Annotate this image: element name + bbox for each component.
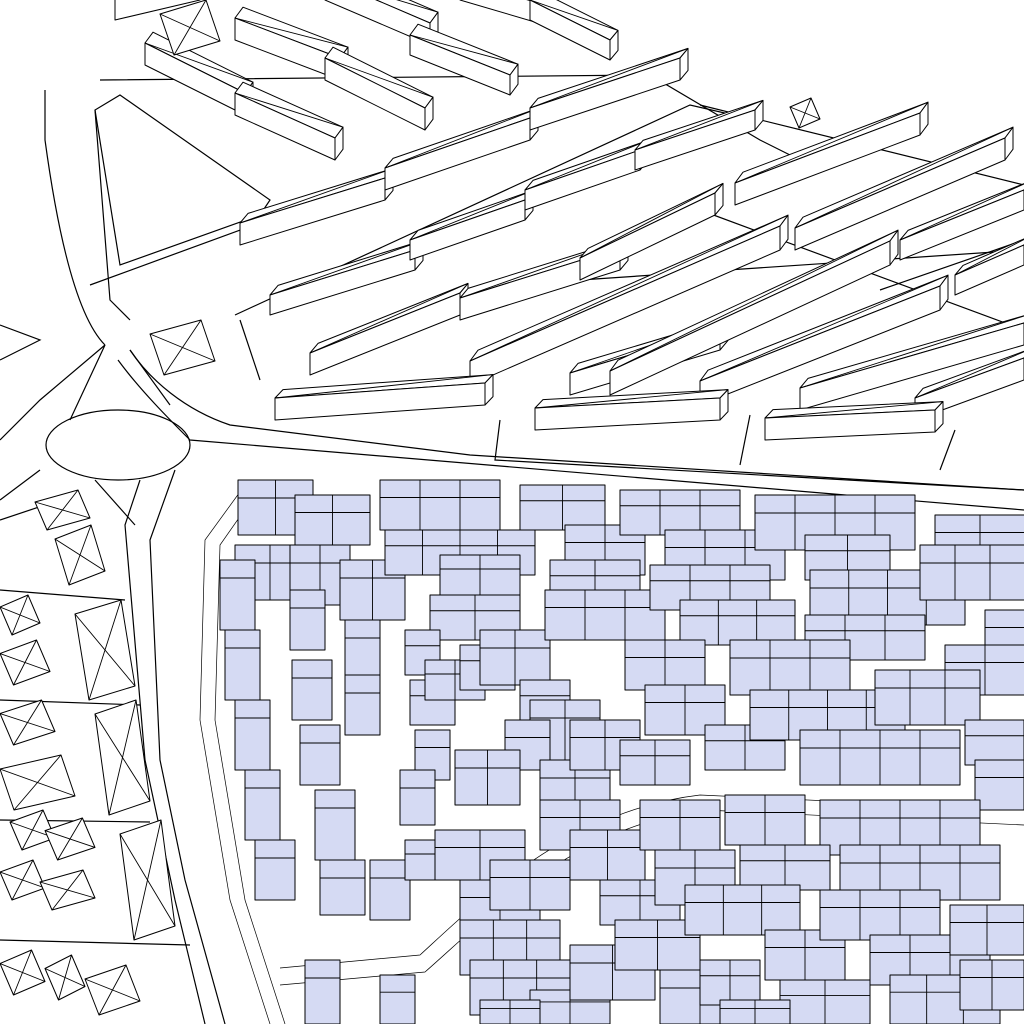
proposed-block-60 bbox=[964, 719, 1024, 766]
existing-roof-ridge-8 bbox=[529, 0, 619, 31]
existing-roof-ridge-14 bbox=[524, 139, 649, 191]
existing-house-ridge-b-2 bbox=[68, 524, 92, 586]
proposed-block-89 bbox=[304, 959, 341, 1024]
proposed-block-52 bbox=[729, 639, 851, 696]
proposed-block-44 bbox=[679, 599, 796, 646]
existing-end-18 bbox=[714, 182, 724, 216]
proposed-block-6 bbox=[224, 629, 261, 701]
existing-house-ridge-b-11 bbox=[13, 949, 32, 996]
existing-roof-ridge-24 bbox=[914, 351, 1024, 399]
proposed-block-81 bbox=[819, 889, 941, 941]
existing-roof-ridge-25 bbox=[734, 101, 929, 184]
existing-roof-ridge-1 bbox=[234, 17, 349, 48]
existing-house-ridge-b-17 bbox=[798, 97, 812, 129]
proposed-block-18 bbox=[379, 479, 501, 531]
proposed-block-79 bbox=[684, 884, 801, 936]
existing-house-ridge-b-5 bbox=[13, 699, 42, 746]
proposed-block-59 bbox=[874, 669, 981, 726]
existing-end-31 bbox=[934, 401, 944, 433]
existing-house-ridge-b-7 bbox=[21, 809, 44, 851]
existing-roof-ridge-13 bbox=[409, 189, 534, 241]
existing-roof-ridge-5 bbox=[324, 57, 434, 98]
proposed-block-14 bbox=[319, 859, 366, 916]
existing-end-8 bbox=[609, 29, 619, 61]
existing-facade-0 bbox=[114, 0, 201, 21]
existing-roof-ridge-12 bbox=[269, 239, 424, 296]
existing-roof-ridge-31 bbox=[764, 401, 944, 419]
proposed-block-16 bbox=[344, 674, 381, 736]
existing-end-26 bbox=[1004, 126, 1014, 161]
existing-roof-ridge-19 bbox=[469, 214, 789, 362]
proposed-block-26 bbox=[404, 839, 436, 881]
existing-roof-ridge-22 bbox=[699, 274, 949, 382]
existing-facade-23 bbox=[799, 322, 1024, 411]
existing-end-11 bbox=[679, 47, 689, 81]
existing-roof-ridge-23 bbox=[799, 315, 1024, 389]
proposed-block-11 bbox=[291, 659, 333, 721]
existing-roof-ridge-21 bbox=[609, 229, 899, 372]
proposed-block-17 bbox=[369, 859, 411, 921]
existing-end-15 bbox=[754, 99, 764, 131]
existing-house-ridge-b-15 bbox=[108, 699, 137, 816]
existing-roof-ridge-6 bbox=[234, 92, 344, 128]
existing-roof-ridge-11 bbox=[529, 47, 689, 109]
existing-roof-ridge-3 bbox=[409, 34, 519, 65]
existing-facade-16 bbox=[309, 292, 461, 376]
existing-roof-ridge-10 bbox=[384, 107, 539, 169]
existing-roof-ridge-4 bbox=[144, 42, 254, 83]
proposed-block-8 bbox=[244, 769, 281, 841]
existing-house-ridge-b-4 bbox=[13, 639, 37, 686]
existing-end-22 bbox=[939, 274, 949, 311]
existing-house-ridge-b-14 bbox=[88, 599, 122, 701]
existing-end-30 bbox=[719, 389, 729, 421]
existing-end-5 bbox=[424, 96, 434, 131]
existing-house-ridge-b-8 bbox=[57, 817, 83, 861]
existing-house-ridge-b-1 bbox=[46, 489, 79, 531]
existing-house-ridge-b-0 bbox=[163, 319, 202, 376]
existing-facade-27 bbox=[899, 189, 1024, 261]
proposed-block-10 bbox=[289, 589, 326, 651]
existing-house-ridge-b-10 bbox=[51, 869, 84, 911]
existing-roof-ridge-27 bbox=[899, 183, 1024, 241]
existing-roof-ridge-18 bbox=[579, 183, 724, 259]
existing-facade-28 bbox=[954, 244, 1024, 296]
proposed-block-40 bbox=[544, 589, 666, 641]
proposed-block-90 bbox=[379, 974, 416, 1024]
proposed-block-56 bbox=[919, 544, 1024, 601]
existing-roof-ridge-2 bbox=[396, 0, 439, 13]
existing-end-29 bbox=[484, 374, 494, 406]
proposed-block-12 bbox=[299, 724, 341, 786]
proposed-block-13 bbox=[314, 789, 356, 861]
existing-end-25 bbox=[919, 101, 929, 136]
existing-end-6 bbox=[334, 126, 344, 161]
existing-roof-ridge-16 bbox=[309, 282, 469, 354]
existing-house-ridge-b-18 bbox=[173, 0, 207, 56]
existing-house-ridge-b-9 bbox=[11, 859, 34, 901]
existing-house-ridge-b-16 bbox=[133, 819, 162, 941]
existing-house-ridge-b-13 bbox=[98, 964, 127, 1016]
existing-roof-ridge-30 bbox=[534, 389, 729, 409]
existing-house-ridge-b-6 bbox=[13, 754, 62, 811]
proposed-block-41 bbox=[619, 489, 741, 536]
existing-roof-ridge-15 bbox=[634, 99, 764, 151]
existing-end-19 bbox=[779, 214, 789, 251]
proposed-block-7 bbox=[234, 699, 271, 771]
proposed-block-61 bbox=[974, 759, 1024, 811]
existing-end-21 bbox=[889, 229, 899, 266]
existing-end-3 bbox=[509, 63, 519, 96]
existing-house-ridge-b-12 bbox=[58, 954, 72, 1001]
existing-roof-ridge-9 bbox=[239, 167, 394, 224]
proposed-block-15 bbox=[344, 619, 381, 676]
existing-roof-ridge-29 bbox=[274, 374, 494, 399]
proposed-block-24 bbox=[414, 729, 451, 781]
existing-roof-ridge-26 bbox=[794, 126, 1014, 229]
proposed-block-5 bbox=[219, 559, 256, 631]
existing-roof-ridge-28 bbox=[954, 239, 1024, 276]
proposed-block-25 bbox=[399, 769, 436, 826]
proposed-block-9 bbox=[254, 839, 296, 901]
existing-house-ridge-b-3 bbox=[11, 594, 29, 636]
